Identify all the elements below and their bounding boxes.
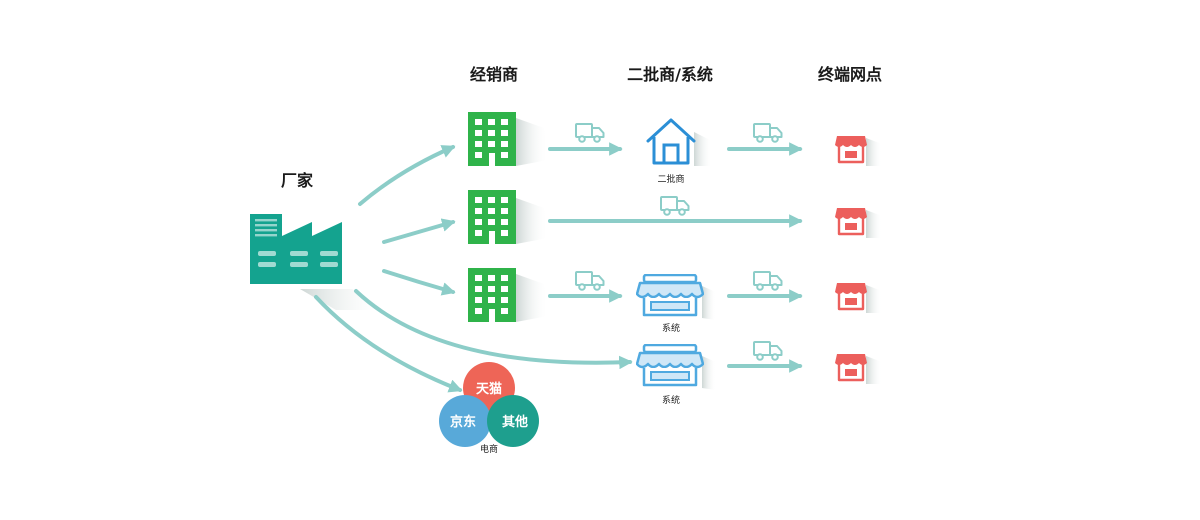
system-store-icon-1 [636,274,716,320]
manufacturer-header: 厂家 [281,171,314,190]
flow-arrow-factory-to-distributor-3 [382,269,456,296]
factory-icon [250,214,388,310]
distributor-building-2 [468,190,548,244]
distributor-building-3 [468,268,548,322]
system-label-2: 系统 [662,394,680,406]
truck-icon-3 [660,196,690,216]
jd-circle [439,395,491,447]
flow-arrow-factory-to-system [354,289,633,370]
truck-icon-6 [753,341,783,361]
jd-label: 京东 [450,414,476,430]
truck-icon-2 [753,123,783,143]
terminal-shop-icon-1 [834,134,882,166]
wholesaler-system-header: 二批商/系统 [627,65,713,84]
truck-icon-4 [575,271,605,291]
distributor-header: 经销商 [470,65,518,84]
terminal-shop-icon-2 [834,206,882,238]
wholesaler-label: 二批商 [657,173,684,185]
other-circle [487,395,539,447]
flow-arrow-factory-to-distributor-1 [358,145,456,206]
system-store-icon-2 [636,344,716,390]
truck-icon-1 [575,123,605,143]
truck-icon-5 [753,271,783,291]
ecommerce-label: 电商 [480,443,498,455]
tmall-label: 天猫 [476,381,502,397]
terminal-shop-icon-4 [834,352,882,384]
system-label-1: 系统 [662,322,680,334]
flow-arrow-factory-to-distributor-2 [382,218,456,244]
terminal-shop-icon-3 [834,281,882,313]
distributor-building-1 [468,112,548,166]
wholesaler-house-icon [646,118,712,166]
flow-arrow-factory-to-ecommerce [314,295,463,393]
terminal-header: 终端网点 [818,65,882,84]
other-label: 其他 [502,414,528,430]
